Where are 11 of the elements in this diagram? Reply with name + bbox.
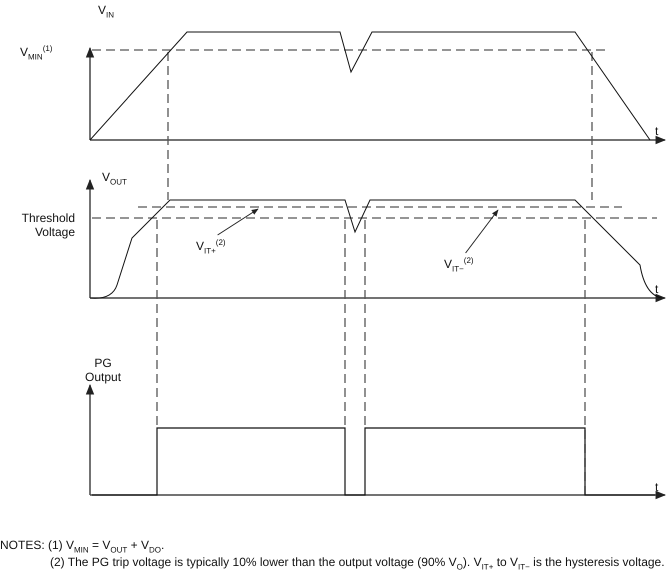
leader-line (217, 208, 259, 236)
axis-label: V$_{IN}$ (98, 3, 114, 22)
leader-line (465, 209, 498, 254)
axis-label: PG Output (85, 356, 121, 384)
note-text: (2) The PG trip voltage is typically 10% lower than the output voltage (90% V$_{O}$). V$_{IT+}$ to V$_{IT−}$ is the hysteresis voltage. (50, 555, 665, 574)
axis-label: t (655, 124, 658, 138)
note-text: NOTES: (1) V$_{MIN}$ = V$_{OUT}$ + V$_{DO}$. (0, 538, 164, 556)
axis-label: Threshold Voltage (20, 211, 75, 239)
axis-label: V$_{OUT}$ (102, 170, 127, 188)
axis-label: t (655, 480, 658, 494)
axis-label: t (655, 282, 658, 296)
